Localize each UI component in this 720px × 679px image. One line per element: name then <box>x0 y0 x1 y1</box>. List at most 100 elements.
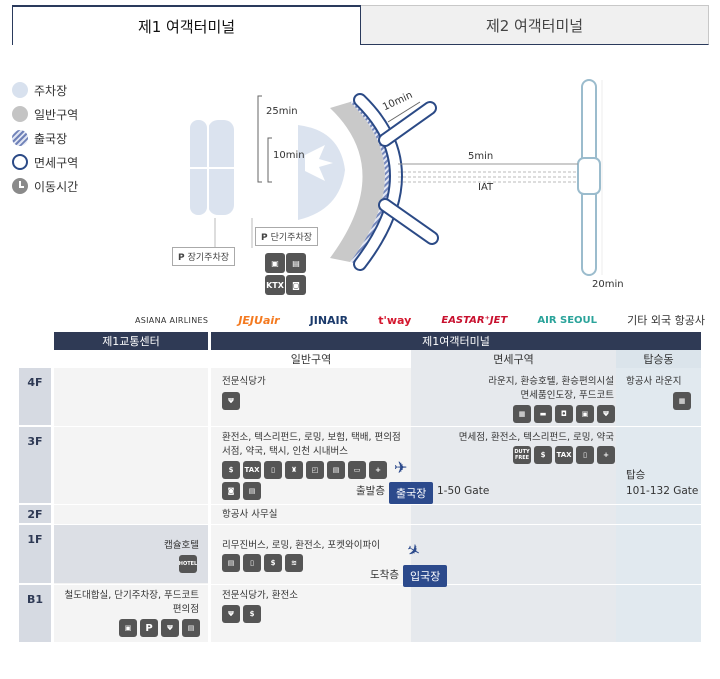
hotel-icon: HOTEL <box>179 555 197 573</box>
row-divider <box>54 584 701 585</box>
cafe-icon: ◘ <box>555 405 573 423</box>
time-5min: 5min <box>468 151 494 162</box>
tax-refund-icon: TAX <box>243 461 261 479</box>
parking-p-icon: P <box>178 253 185 263</box>
bus-icon: ▤ <box>286 253 306 273</box>
f4-boarding-icons: ▦ <box>673 392 691 410</box>
restaurant-icon: Ψ <box>222 605 240 623</box>
b1-general-text: 전문식당가, 환전소 <box>222 590 298 601</box>
row-divider <box>54 426 701 427</box>
departure-hatch-swatch <box>12 130 28 146</box>
duty-free-icon: DUTY FREE <box>513 446 531 464</box>
f4-boarding-text: 항공사 라운지 <box>626 376 682 387</box>
convenience-store-icon: ▤ <box>182 619 200 637</box>
short-term-parking-shape <box>298 125 345 220</box>
departure-gate-range: 1-50 Gate <box>437 485 490 497</box>
currency-exchange-icon: $ <box>243 605 261 623</box>
airline-tway: t'way <box>378 313 412 327</box>
f2-general-text: 항공사 사무실 <box>222 509 278 520</box>
airline-jinair: JINAIR <box>309 313 349 327</box>
f3-dutyfree-text: 면세점, 환전소, 텍스리펀드, 로밍, 약국 <box>458 432 614 443</box>
bookstore-icon: ▭ <box>348 461 366 479</box>
airline-airseoul: AIR SEOUL <box>537 314 598 326</box>
currency-exchange-icon: $ <box>534 446 552 464</box>
legend-label: 일반구역 <box>34 107 79 122</box>
pier-north-fill <box>380 103 435 145</box>
floor-1f: 1F <box>19 525 51 583</box>
short-term-parking-label: 단기주차장 <box>270 233 313 243</box>
parking-icon: P <box>140 619 158 637</box>
airline-asiana: ASIANA AIRLINES <box>135 315 209 325</box>
restaurant-icon: Ψ <box>597 405 615 423</box>
bracket-10min <box>267 137 272 183</box>
taxi-icon: ◙ <box>222 482 240 500</box>
b1-transport-text-1: 철도대합실, 단기주차장, 푸드코트 <box>64 590 199 601</box>
legend-general: 일반구역 <box>12 102 78 126</box>
legend-dutyfree: 면세구역 <box>12 150 78 174</box>
lounge-icon: ▦ <box>673 392 691 410</box>
insurance-icon: ♜ <box>285 461 303 479</box>
car-icon: ◙ <box>286 275 306 295</box>
transport-center-header: 제1교통센터 <box>54 332 208 350</box>
bracket-pier <box>387 101 421 123</box>
long-term-parking-shape <box>188 118 236 217</box>
wifi-icon: ≋ <box>285 554 303 572</box>
b1-general-icons: Ψ $ <box>222 605 261 623</box>
currency-exchange-icon: $ <box>264 554 282 572</box>
parking-p-icon: P <box>261 233 268 243</box>
f4-general-text: 전문식당가 <box>222 376 266 387</box>
f1-general-text: 리무진버스, 로밍, 환전소, 포켓와이파이 <box>222 540 380 551</box>
arrival-hall-badge[interactable]: 입국장 <box>403 565 448 587</box>
departure-hall-badge[interactable]: 출국장 <box>389 482 434 504</box>
train-icon: ▣ <box>119 619 137 637</box>
iat-label: IAT <box>478 182 494 193</box>
bus-icon: ▤ <box>243 482 261 500</box>
ktx-icon: KTX <box>265 275 285 295</box>
convenience-store-icon: ▤ <box>327 461 345 479</box>
shopping-icon: ▣ <box>576 405 594 423</box>
terminal-tabs: 제1 여객터미널 제2 여객터미널 <box>12 5 709 45</box>
transport-1f-bg <box>54 525 208 583</box>
f4-dutyfree-text-2: 면세품인도장, 푸드코트 <box>520 390 614 401</box>
departure-floor-label: 출발층 <box>356 485 385 497</box>
time-10min-short-parking: 10min <box>273 150 305 161</box>
restaurant-icon: Ψ <box>161 619 179 637</box>
boarding-area-header: 탑승동 <box>616 350 701 368</box>
legend-label: 출국장 <box>34 131 68 146</box>
tab-terminal-1[interactable]: 제1 여객터미널 <box>12 5 361 45</box>
iat-tracks <box>398 171 578 183</box>
row-divider <box>54 524 701 525</box>
duty-free-ring-swatch <box>12 154 28 170</box>
floor-2f: 2F <box>19 505 51 523</box>
arrival-floor-label: 도착층 <box>370 569 399 581</box>
airline-eastarjet: EASTAR⁺JET <box>441 314 508 326</box>
f1-transport-icons: HOTEL <box>179 555 197 573</box>
general-column-bg <box>211 368 411 642</box>
delivery-icon: ◰ <box>306 461 324 479</box>
terminal-map-drawing <box>188 79 603 276</box>
bus-icon: ▤ <box>222 554 240 572</box>
legend-label: 이동시간 <box>34 179 79 194</box>
concourse-hub <box>577 157 601 195</box>
parking-area-swatch <box>12 82 28 98</box>
currency-exchange-icon: $ <box>222 461 240 479</box>
f3-general-text-2: 서점, 약국, 택시, 인천 시내버스 <box>222 446 349 457</box>
dutyfree-area-header: 면세구역 <box>411 350 616 368</box>
transport-column-bg <box>54 368 208 642</box>
f4-dutyfree-text-1: 라운지, 환승호텔, 환승편의시설 <box>488 376 614 387</box>
f3-boarding-text-1: 탑승 <box>626 469 646 481</box>
f3-dutyfree-icons: DUTY FREE $ TAX ▯ + <box>513 446 615 464</box>
hotel-bed-icon: ▬ <box>534 405 552 423</box>
f4-dutyfree-icons: ▦ ▬ ◘ ▣ Ψ <box>513 405 615 423</box>
tab-terminal-2[interactable]: 제2 여객터미널 <box>361 5 709 45</box>
pharmacy-icon: + <box>369 461 387 479</box>
b1-transport-icons: ▣ P Ψ ▤ <box>119 619 200 637</box>
floor-guide-table: 제1교통센터 제1여객터미널 일반구역 면세구역 탑승동 4F 3F 2F 1F… <box>19 332 701 642</box>
duty-free-concourse-fill <box>355 95 401 269</box>
legend-label: 면세구역 <box>34 155 79 170</box>
roaming-phone-icon: ▯ <box>576 446 594 464</box>
airplane-silhouette <box>305 145 333 181</box>
legend-label: 주차장 <box>34 83 68 98</box>
